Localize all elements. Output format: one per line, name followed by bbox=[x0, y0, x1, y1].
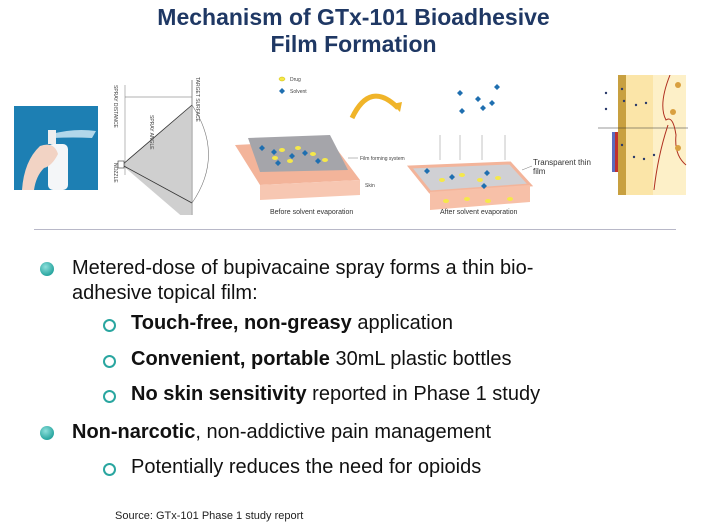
spray-angle-label: SPRAY ANGLE bbox=[148, 115, 154, 150]
text: reported in Phase 1 study bbox=[306, 383, 541, 405]
transparent-film-label: Transparent thin film bbox=[533, 158, 591, 176]
bullet-icon bbox=[40, 262, 54, 276]
sub-bullet-portable: Convenient, portable 30mL plastic bottle… bbox=[131, 347, 511, 371]
spray-bottle-photo bbox=[14, 106, 98, 190]
drug-legend-icon bbox=[278, 76, 286, 82]
film-formation-diagram: Drug Solvent Film forming system Skin Be… bbox=[235, 76, 534, 216]
sub-bullet-touch-free: Touch-free, non-greasy application bbox=[131, 311, 453, 335]
evaporating-solvent bbox=[439, 84, 506, 160]
legend-drug: Drug bbox=[290, 77, 301, 83]
text: application bbox=[351, 312, 453, 334]
before-particles bbox=[259, 145, 328, 166]
spray-distance-label: SPRAY DISTANCE bbox=[112, 85, 118, 128]
sub-bullet-icon bbox=[103, 463, 116, 476]
spray-angle-diagram: SPRAY DISTANCE SPRAY ANGLE NOZZLE TARGET… bbox=[112, 77, 209, 215]
solvent-legend-icon bbox=[279, 88, 285, 94]
bold-text: No skin sensitivity bbox=[131, 383, 307, 405]
skin-label: Skin bbox=[365, 183, 375, 189]
sub-bullet-sensitivity: No skin sensitivity reported in Phase 1 … bbox=[131, 382, 540, 406]
text: 30mL plastic bottles bbox=[329, 348, 512, 370]
film-forming-system-label: Film forming system bbox=[360, 156, 405, 162]
source-note: Source: GTx-101 Phase 1 study report bbox=[115, 510, 304, 522]
slide-title-line2: Film Formation bbox=[270, 31, 437, 57]
text: , non-addictive pain management bbox=[195, 421, 492, 443]
before-caption: Before solvent evaporation bbox=[270, 209, 353, 216]
bullet-1-line2: adhesive topical film: bbox=[72, 282, 258, 304]
divider bbox=[34, 229, 676, 230]
bullet-2: Non-narcotic, non-addictive pain managem… bbox=[72, 420, 491, 444]
after-particles bbox=[424, 168, 513, 203]
sub-bullet-icon bbox=[103, 390, 116, 403]
sub-bullet-icon bbox=[103, 355, 116, 368]
bold-text: Non-narcotic bbox=[72, 421, 196, 443]
nozzle-label: NOZZLE bbox=[112, 163, 118, 183]
sub-bullet-opioids: Potentially reduces the need for opioids bbox=[131, 456, 482, 478]
bold-text: Convenient, portable bbox=[131, 348, 330, 370]
slide-title-line1: Mechanism of GTx-101 Bioadhesive bbox=[157, 4, 550, 30]
bold-text: Touch-free, non-greasy bbox=[131, 312, 352, 334]
legend-solvent: Solvent bbox=[290, 89, 307, 95]
after-caption: After solvent evaporation bbox=[440, 209, 518, 216]
target-surface-label: TARGET SURFACE bbox=[194, 77, 200, 122]
bullet-1-line1: Metered-dose of bupivacaine spray forms … bbox=[72, 257, 534, 279]
curved-arrow-icon bbox=[349, 93, 400, 120]
bullet-icon bbox=[40, 426, 54, 440]
sub-bullet-icon bbox=[103, 319, 116, 332]
skin-penetration-diagram bbox=[598, 75, 688, 195]
